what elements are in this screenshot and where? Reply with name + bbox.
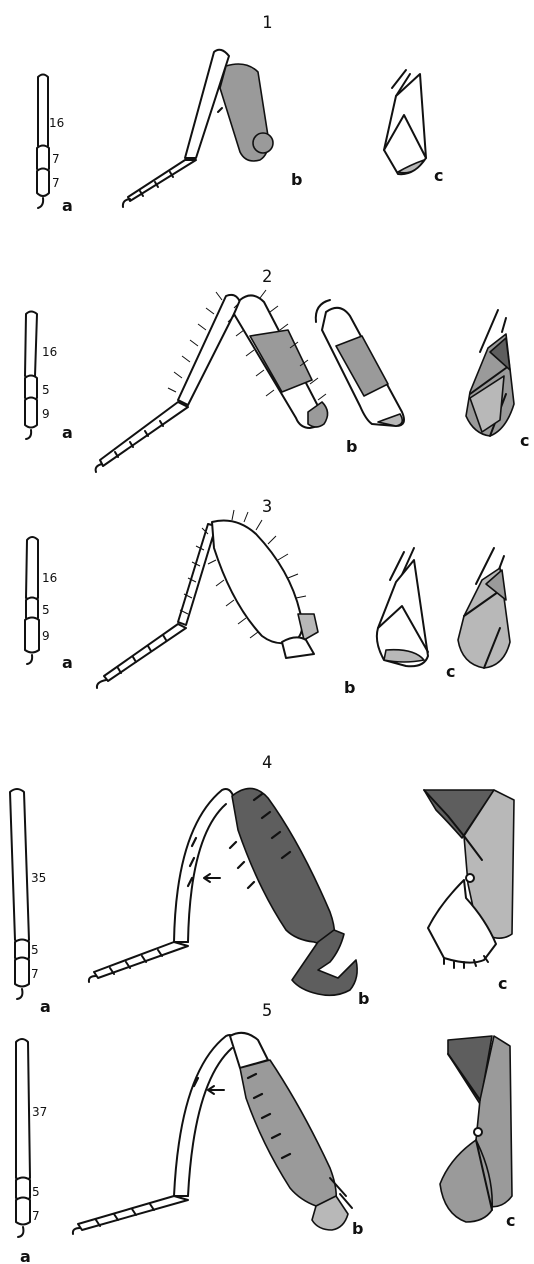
figure-2: 2 16 5 9 a b — [25, 267, 529, 472]
figure-4-antenna: 35 5 7 a — [10, 789, 51, 1016]
figure-5: 5 37 5 7 a b — [16, 1001, 515, 1264]
figure-2-segment-1: 16 — [42, 345, 57, 359]
figure-5-number: 5 — [262, 1001, 272, 1021]
figure-5-leg: b — [73, 1033, 364, 1238]
figure-3-segment-3: 9 — [42, 629, 50, 643]
figure-3: 3 16 5 9 a b c — [25, 497, 510, 697]
figure-5-segment-1: 37 — [32, 1105, 47, 1119]
figure-4-segment-3: 7 — [31, 967, 39, 981]
figure-2-knee: c — [466, 310, 529, 450]
figure-5-label-c: c — [506, 1211, 515, 1230]
figure-4-segment-2: 5 — [31, 943, 39, 957]
figure-4-knee: c — [424, 790, 514, 993]
figure-2-antenna: 16 5 9 a — [25, 312, 73, 443]
figure-5-label-b: b — [352, 1219, 363, 1238]
figure-4: 4 35 5 7 a b — [10, 753, 514, 1016]
figure-4-leg: b — [89, 788, 370, 1008]
figure-2-segment-3: 9 — [42, 407, 50, 421]
figure-1-segment-3: 7 — [52, 176, 60, 190]
figure-1-knee: c — [384, 70, 443, 185]
figure-2-label-c: c — [520, 431, 529, 450]
figure-1-number: 1 — [262, 13, 272, 33]
figure-4-label-c: c — [498, 974, 507, 993]
figure-3-number: 3 — [262, 497, 272, 517]
figure-1-segment-2: 7 — [52, 152, 60, 166]
figure-3-label-c: c — [446, 662, 455, 681]
figure-1: 1 16 7 7 a b c — [37, 13, 443, 215]
figure-1-segment-1: 16 — [49, 116, 64, 130]
figure-5-label-a: a — [20, 1247, 31, 1264]
figure-4-label-a: a — [40, 997, 51, 1016]
figure-3-antenna: 16 5 9 a — [25, 537, 73, 672]
figure-3-segment-1: 16 — [42, 571, 57, 585]
figure-2-number: 2 — [262, 267, 272, 287]
figure-3-label-a: a — [62, 653, 73, 672]
figure-5-segment-2: 5 — [32, 1185, 40, 1199]
figure-5-knee: c — [440, 1036, 515, 1230]
figure-3-knee: c — [377, 548, 510, 681]
figure-2-label-b: b — [346, 437, 357, 456]
figure-5-antenna: 37 5 7 a — [16, 1039, 47, 1264]
figure-1-antenna: 16 7 7 a — [37, 75, 73, 216]
figure-3-leg: b — [97, 510, 356, 697]
figure-1-label-a: a — [62, 196, 73, 215]
figure-1-label-c: c — [434, 166, 443, 185]
figure-2-leg: b — [96, 290, 404, 472]
figure-4-label-b: b — [358, 989, 369, 1008]
figure-1-label-b: b — [291, 170, 302, 189]
figure-3-segment-2: 5 — [42, 603, 50, 617]
figure-2-label-a: a — [62, 423, 73, 442]
figure-5-segment-3: 7 — [32, 1209, 40, 1223]
figure-4-number: 4 — [262, 753, 272, 773]
figure-2-segment-2: 5 — [42, 383, 50, 397]
figure-4-segment-1: 35 — [31, 871, 46, 885]
figure-1-leg: b — [123, 50, 303, 207]
figure-3-label-b: b — [344, 678, 355, 697]
